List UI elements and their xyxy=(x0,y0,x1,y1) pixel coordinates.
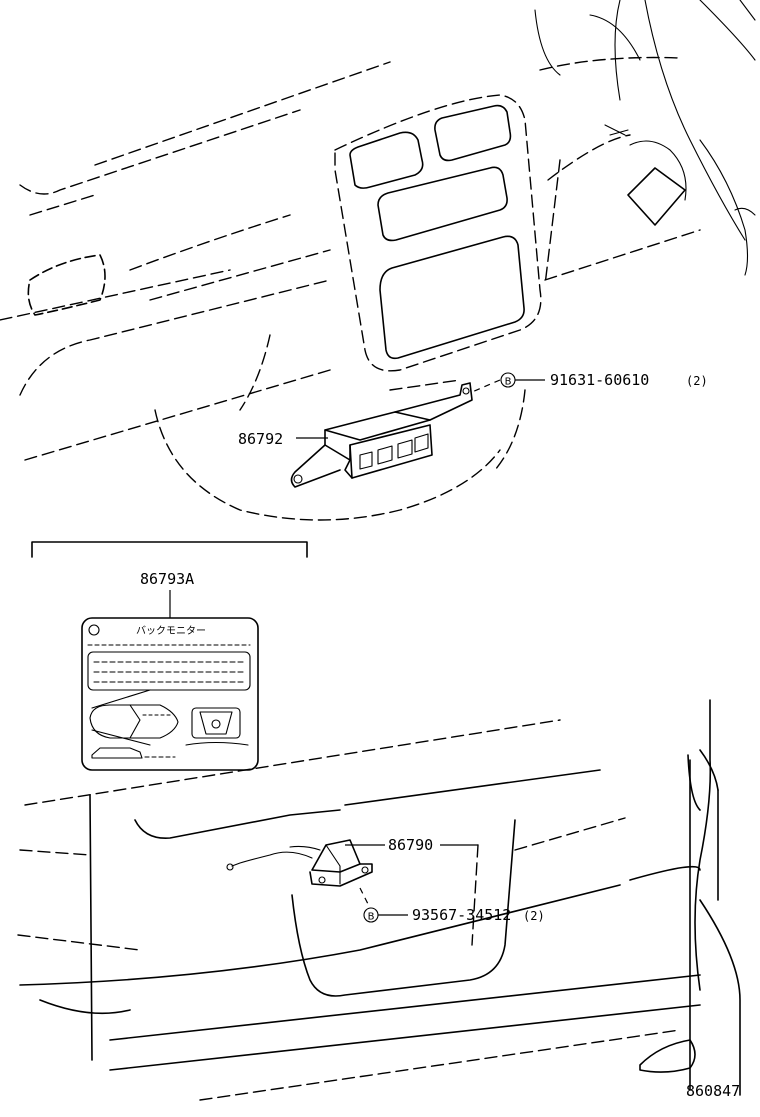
bolt-lower-number: 93567-34512 xyxy=(412,906,511,924)
bolt-upper-number: 91631-60610 xyxy=(550,371,649,389)
callout-ecu: 86792 xyxy=(238,430,328,448)
rear-camera xyxy=(226,839,373,887)
bolt-lower-qty: (2) xyxy=(523,909,545,923)
bolt-upper-symbol: B xyxy=(505,377,512,388)
dashboard-illustration xyxy=(0,0,756,521)
bolt-lower-symbol: B xyxy=(368,912,375,923)
label-group: 86793A バックモニター xyxy=(31,541,308,771)
label-title: バックモニター xyxy=(136,625,206,637)
callout-bolt-lower: B 93567-34512 (2) xyxy=(359,887,545,924)
callout-camera: 86790 xyxy=(345,836,478,854)
caution-label-sticker: バックモニター xyxy=(81,617,259,771)
label-callout-number: 86793A xyxy=(140,570,194,588)
callout-bolt-upper: B 91631-60610 (2) xyxy=(471,371,708,393)
callout-camera-number: 86790 xyxy=(388,836,433,854)
bolt-upper-qty: (2) xyxy=(686,374,708,388)
callout-ecu-number: 86792 xyxy=(238,430,283,448)
ecu-unit xyxy=(290,382,473,488)
figure-number: 860847 xyxy=(686,1082,740,1100)
rear-door-illustration xyxy=(17,699,741,1101)
